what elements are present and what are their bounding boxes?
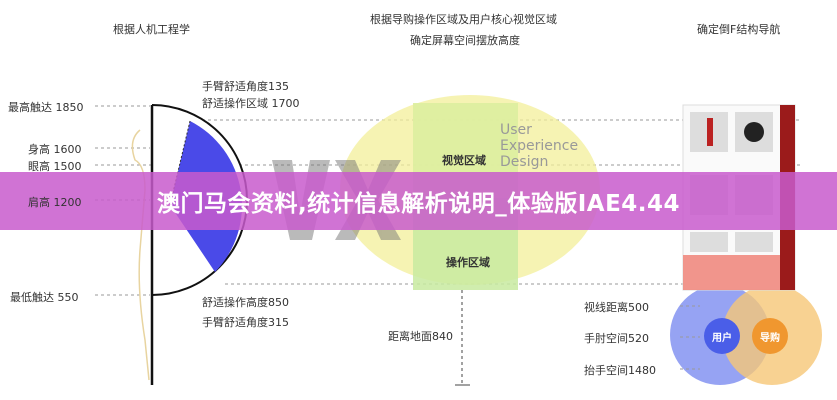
banner-title: 澳门马会资料,统计信息解析说明_体验版IAE4.44 bbox=[156, 191, 681, 217]
header-middle-line2: 确定屏幕空间摆放高度 bbox=[410, 34, 520, 47]
ux-line2: Experience bbox=[500, 138, 579, 154]
ux-line3: Design bbox=[500, 154, 549, 170]
header-ergonomics: 根据人机工程学 bbox=[113, 23, 190, 36]
label-comfort-height: 舒适操作高度850 bbox=[202, 296, 289, 309]
label-body-height: 身高 1600 bbox=[28, 143, 82, 156]
user-badge: 用户 bbox=[704, 318, 740, 354]
label-max-reach: 最高触达 1850 bbox=[8, 101, 84, 114]
label-shoulder-height: 肩高 1200 bbox=[28, 196, 82, 209]
label-comfort-area: 舒适操作区域 1700 bbox=[202, 97, 300, 110]
label-eye-height: 眼高 1500 bbox=[28, 160, 82, 173]
label-operation-zone: 操作区域 bbox=[446, 256, 490, 269]
ux-design-text: User Experience Design bbox=[500, 122, 578, 170]
header-navigation: 确定倒F结构导航 bbox=[697, 23, 781, 36]
label-elbow-space: 手肘空间520 bbox=[584, 332, 649, 345]
label-visual-zone: 视觉区域 bbox=[442, 154, 486, 167]
header-middle-line1: 根据导购操作区域及用户核心视觉区域 bbox=[370, 13, 557, 26]
label-min-reach: 最低触达 550 bbox=[10, 291, 79, 304]
label-arm-angle-top: 手臂舒适角度135 bbox=[202, 80, 289, 93]
guide-badge: 导购 bbox=[752, 318, 788, 354]
label-ground-distance: 距离地面840 bbox=[388, 330, 453, 343]
title-banner: 澳门马会资料,统计信息解析说明_体验版IAE4.44 bbox=[0, 172, 837, 230]
label-sight-distance: 视线距离500 bbox=[584, 301, 649, 314]
label-arm-angle-bottom: 手臂舒适角度315 bbox=[202, 316, 289, 329]
label-raise-hand-space: 抬手空间1480 bbox=[584, 364, 656, 377]
ux-line1: User bbox=[500, 122, 532, 138]
